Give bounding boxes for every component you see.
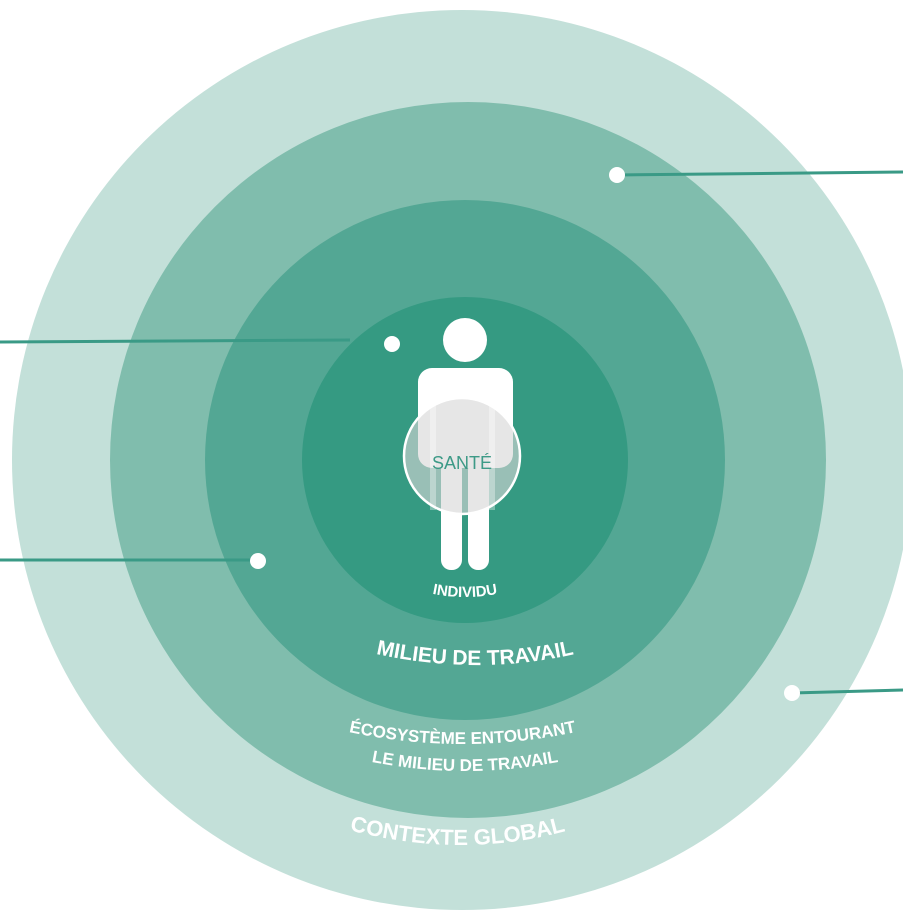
label-individu: INDIVIDU [432,581,499,601]
marker-dot [784,685,800,701]
connector-bottom-right [784,685,903,701]
connector-top-right [609,167,903,183]
marker-dot [384,336,400,352]
connector-left-upper [0,336,400,352]
sante-label: SANTÉ [432,453,492,473]
marker-dot [609,167,625,183]
sante-circle: SANTÉ [402,396,522,516]
marker-dot [250,553,266,569]
connector-left-lower [0,553,266,569]
